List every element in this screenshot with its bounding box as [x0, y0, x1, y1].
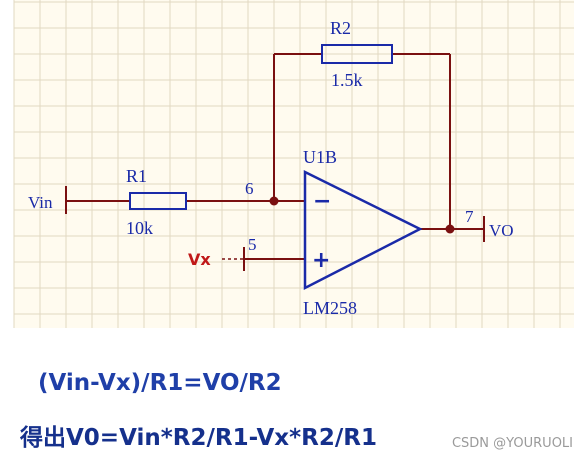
junction-node6 — [269, 196, 279, 206]
vo-label: VO — [489, 221, 514, 240]
schematic: Vin R1 10k R2 1.5k 6 5 7 U1B LM258 − + V… — [13, 0, 574, 328]
r1-name: R1 — [126, 166, 147, 186]
r1-value: 10k — [126, 218, 153, 238]
vx-label: Vx — [188, 250, 211, 269]
vin-label: Vin — [28, 193, 53, 212]
node-5-label: 5 — [248, 235, 257, 254]
opamp-designator: U1B — [303, 147, 337, 167]
junction-output — [445, 224, 455, 234]
r2-name: R2 — [330, 18, 351, 38]
opamp-part-number: LM258 — [303, 298, 357, 318]
watermark: CSDN @YOURUOLI — [449, 436, 575, 451]
inverting-input-symbol: − — [313, 189, 331, 214]
r2-value: 1.5k — [331, 70, 363, 90]
grid-background — [14, 0, 574, 328]
r2-resistor — [321, 44, 393, 64]
noninverting-input-symbol: + — [312, 248, 330, 273]
node-6-label: 6 — [245, 179, 254, 198]
equation-line-1: (Vin-Vx)/R1=VO/R2 — [38, 370, 282, 396]
equation-line-2: 得出V0=Vin*R2/R1-Vx*R2/R1 — [20, 425, 377, 451]
opamp-triangle — [303, 169, 423, 291]
wires — [65, 53, 485, 271]
node-7-label: 7 — [465, 207, 474, 226]
r1-resistor — [129, 192, 187, 210]
